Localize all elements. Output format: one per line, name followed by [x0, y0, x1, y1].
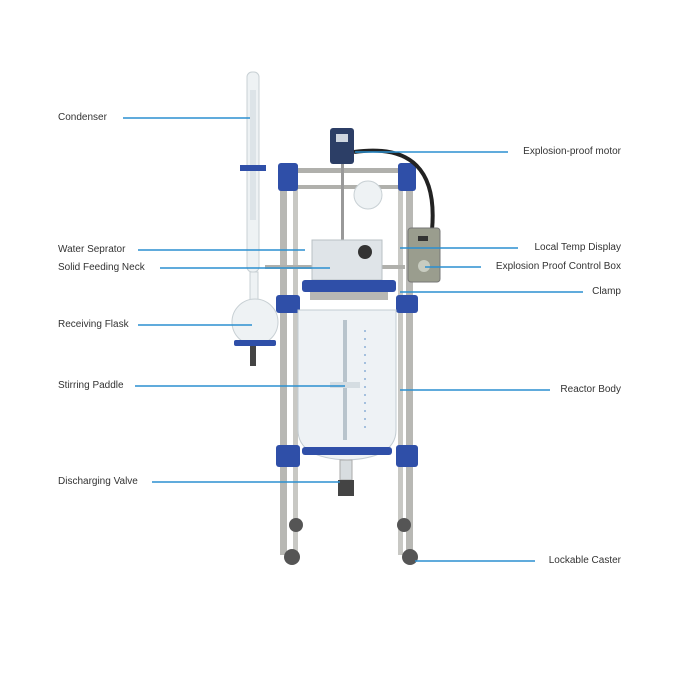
- label-clamp: Clamp: [592, 286, 621, 297]
- label-reactor-body: Reactor Body: [560, 384, 621, 395]
- control-box: [407, 227, 441, 283]
- receiving-flask: [231, 271, 279, 366]
- leader-lines: [123, 117, 583, 562]
- label-control-box: Explosion Proof Control Box: [495, 261, 621, 272]
- discharging-valve: [338, 459, 354, 496]
- reactor-body: [297, 309, 397, 461]
- label-lockable-caster: Lockable Caster: [548, 555, 621, 566]
- label-receiving-flask: Receiving Flask: [58, 319, 129, 330]
- reactor-lid: [302, 239, 396, 300]
- label-condenser: Condenser: [58, 112, 107, 123]
- label-local-temp-display: Local Temp Display: [534, 242, 621, 253]
- explosion-proof-motor: [330, 128, 435, 284]
- label-stirring-paddle: Stirring Paddle: [58, 380, 124, 391]
- condenser: [240, 71, 266, 273]
- label-explosion-proof-motor: Explosion-proof motor: [523, 146, 621, 157]
- label-discharging-valve: Discharging Valve: [58, 476, 138, 487]
- label-solid-feeding-neck: Solid Feeding Neck: [58, 262, 145, 273]
- casters: [284, 518, 418, 565]
- label-water-separator: Water Seprator: [58, 244, 126, 255]
